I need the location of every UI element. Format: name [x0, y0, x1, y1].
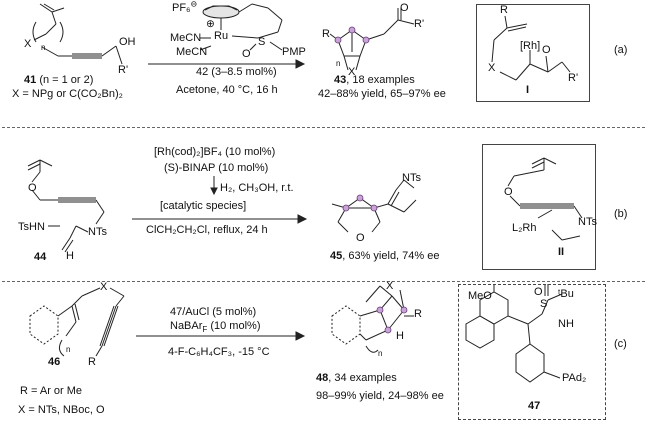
substrate-46-x-def: X = NTs, NBoc, O	[18, 404, 105, 416]
catalyst-42-label: 42 (3–8.5 mol%)	[196, 66, 277, 78]
intermediate-I-o: O	[542, 44, 551, 56]
substrate-44-nts: NTs	[88, 226, 107, 238]
substrate-41-oh: OH	[119, 36, 136, 48]
conditions-b: ClCH₂CH₂Cl, reflux, 24 h	[146, 224, 268, 236]
product-43-x: X	[348, 66, 356, 78]
separator-2	[2, 281, 645, 282]
substrate-46-r-def: R = Ar or Me	[20, 385, 83, 397]
reagent-b-4: [catalytic species]	[160, 200, 247, 212]
catalyst-42-loading: 42 (3–8.5 mol%)	[196, 66, 277, 79]
catalyst-42-plus: ⊕	[206, 18, 215, 30]
substrate-41-r-prime: R'	[118, 64, 129, 76]
product-43-label: 43	[334, 74, 347, 86]
tag-b: (b)	[614, 208, 628, 220]
catalyst-42-mecn-2: MeCN	[176, 46, 208, 58]
reagent-b-3: H₂, CH₃OH, r.t.	[220, 182, 294, 194]
reagent-c-1: 47/AuCl (5 mol%)	[170, 306, 257, 318]
separator-1	[2, 127, 645, 128]
ligand-47-s: S	[540, 298, 548, 310]
intermediate-I-structure	[491, 15, 571, 81]
catalyst-42-ru: Ru	[214, 30, 229, 42]
product-48-structure	[331, 285, 414, 353]
intermediate-I-r: R	[500, 4, 508, 16]
catalyst-42-minus: ⊖	[190, 0, 198, 9]
substrate-41-n-note: (n = 1 or 2)	[39, 74, 94, 86]
ligand-47-box	[458, 284, 606, 420]
product-48-n: n	[378, 349, 383, 358]
intermediate-II-nts: NTs	[578, 216, 597, 228]
ligand-47-nh: NH	[558, 318, 574, 330]
intermediate-I-x: X	[488, 62, 496, 74]
product-48-label: 48	[316, 372, 329, 384]
ligand-47-o: O	[534, 286, 543, 298]
substrate-41-n-atom: n	[41, 43, 46, 52]
conditions-c: 4-F-C₆H₄CF₃, -15 °C	[168, 346, 270, 358]
catalyst-42-o: O	[242, 48, 251, 60]
product-45-o: O	[356, 232, 365, 244]
product-43-yield: 42–88% yield, 65–97% ee	[318, 88, 446, 100]
product-43-r-prime: R'	[414, 18, 425, 30]
reagent-b-2: (S)-BINAP (10 mol%)	[164, 162, 269, 174]
reagent-c-2: NaBAr	[170, 320, 203, 332]
intermediate-II-l2rh: L₂Rh	[512, 222, 537, 234]
product-43-structure	[329, 8, 415, 71]
product-48-yield: 98–99% yield, 24–98% ee	[316, 390, 444, 402]
product-45-yield: , 63% yield, 74% ee	[342, 250, 440, 262]
substrate-46-n: n	[66, 345, 71, 354]
intermediate-I-r-prime: R'	[568, 72, 579, 84]
reagent-b-1: [Rh(cod)₂]BF₄ (10 mol%)	[154, 146, 276, 158]
product-45-nts: NTs	[402, 172, 421, 184]
catalyst-42-mecn-1: MeCN	[170, 32, 202, 44]
substrate-46-x-atom: X	[100, 281, 108, 293]
substrate-46-structure	[29, 287, 125, 357]
catalyst-42-pmp: PMP	[282, 46, 306, 58]
product-48-h: H	[396, 330, 404, 342]
ligand-47-label: 47	[528, 400, 541, 412]
substrate-44-label: 44	[34, 251, 47, 263]
product-48-examples: , 34 examples	[328, 372, 397, 384]
catalyst-42-counterion: PF₆	[172, 2, 191, 14]
substrate-44-structure	[27, 159, 105, 253]
substrate-41-label: 41	[24, 74, 37, 86]
substrate-46-label: 46	[48, 356, 61, 368]
substrate-41-x-def: X = NPg or C(CO₂Bn)₂	[12, 88, 123, 100]
substrate-44-o: O	[28, 182, 37, 194]
conditions-a: Acetone, 40 °C, 16 h	[176, 84, 278, 96]
substrate-44-tshn: TsHN	[18, 221, 45, 233]
arrow-head-a	[295, 59, 306, 69]
intermediate-II-structure	[507, 157, 583, 241]
intermediate-II-label: II	[558, 246, 565, 258]
arrow-head-b	[297, 214, 308, 224]
reagent-c-2-sub: F	[202, 325, 208, 335]
product-43-r: R	[322, 28, 330, 40]
product-43-n: n	[336, 59, 341, 68]
tag-a: (a)	[614, 44, 628, 56]
substrate-41-x-atom: X	[24, 38, 32, 50]
product-45-label: 45	[330, 250, 343, 262]
substrate-41-structure	[32, 3, 123, 65]
substrate-46-r-atom: R	[88, 356, 96, 368]
intermediate-II-o: O	[504, 186, 513, 198]
intermediate-I-label: I	[526, 84, 530, 96]
ligand-47-meo: MeO	[468, 290, 492, 302]
ligand-47-tbu: ᵗBu	[558, 288, 574, 300]
product-48-r: R	[414, 308, 422, 320]
ligand-47-structure	[465, 284, 563, 383]
arrow-head-c	[295, 331, 306, 341]
product-43-o: O	[400, 2, 409, 14]
reagent-c-2-tail: (10 mol%)	[207, 320, 261, 332]
intermediate-I-box	[476, 4, 590, 102]
product-43-examples: , 18 examples	[346, 74, 415, 86]
tag-c: (c)	[614, 338, 627, 350]
ligand-47-pad2: PAd₂	[562, 372, 587, 384]
substrate-44-h: H	[66, 250, 74, 262]
catalyst-42-structure	[199, 3, 283, 51]
catalyst-42-s: S	[258, 36, 266, 48]
intermediate-I-rh: [Rh]	[520, 40, 541, 52]
product-48-x: X	[386, 280, 394, 292]
product-45-structure	[331, 179, 417, 233]
intermediate-II-box	[482, 144, 596, 270]
